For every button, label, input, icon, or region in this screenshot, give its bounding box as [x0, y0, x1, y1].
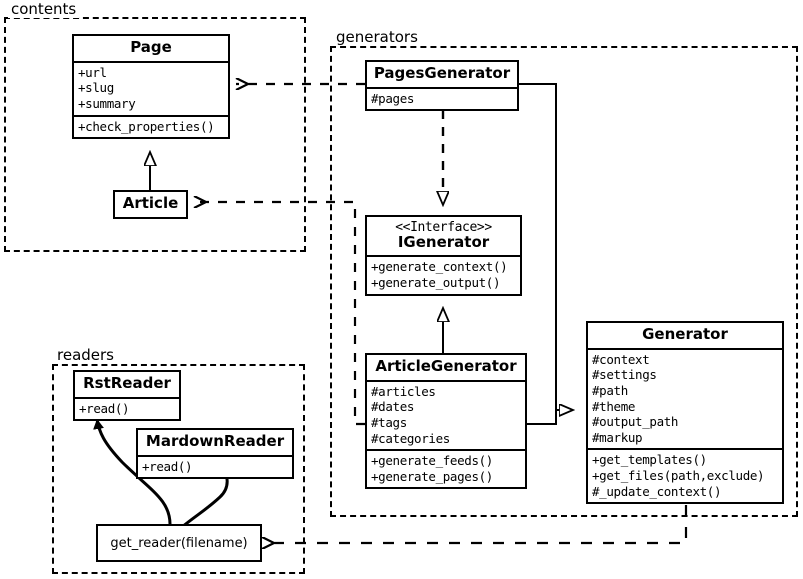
- attribute: +url: [78, 64, 107, 80]
- attribute: #tags: [371, 414, 407, 430]
- class-rstreader-methods: +read(): [75, 399, 179, 420]
- package-readers-label: readers: [54, 346, 117, 364]
- class-igenerator-name: IGenerator: [397, 232, 490, 251]
- function-get-reader[interactable]: get_reader(filename): [96, 524, 262, 562]
- class-articlegenerator-title: ArticleGenerator: [375, 357, 517, 375]
- package-readers: [52, 364, 305, 574]
- attribute: #output_path: [592, 414, 679, 430]
- class-generator-attributes: #context #settings #path #theme #output_…: [588, 350, 782, 449]
- class-articlegenerator-methods: +generate_feeds() +generate_pages(): [367, 451, 525, 487]
- package-contents-label: contents: [8, 0, 80, 18]
- attribute: #context: [592, 351, 650, 367]
- attribute: #path: [592, 382, 628, 398]
- class-articlegenerator-attributes: #articles #dates #tags #categories: [367, 382, 525, 449]
- function-get-reader-label: get_reader(filename): [110, 535, 248, 551]
- method: #_update_context(): [592, 483, 722, 499]
- class-page-attributes: +url +slug +summary: [74, 63, 228, 115]
- method: +generate_output(): [371, 274, 501, 290]
- attribute: #theme: [592, 398, 636, 414]
- class-generator-methods: +get_templates() +get_files(path,exclude…: [588, 450, 782, 502]
- class-article[interactable]: Article: [113, 190, 188, 219]
- class-page-methods: +check_properties(): [74, 117, 228, 138]
- method: +check_properties(): [78, 118, 215, 134]
- method: +generate_context(): [371, 259, 508, 275]
- class-generator[interactable]: Generator #context #settings #path #them…: [586, 321, 784, 505]
- class-generator-title: Generator: [642, 325, 728, 343]
- class-igenerator[interactable]: <<Interface>> IGenerator +generate_conte…: [365, 215, 522, 296]
- method: +generate_pages(): [371, 468, 493, 484]
- package-generators-label: generators: [333, 28, 421, 46]
- attribute: #pages: [371, 90, 415, 106]
- method: +generate_feeds(): [371, 453, 493, 469]
- class-igenerator-title: <<Interface>> IGenerator: [367, 217, 520, 255]
- method: +read(): [79, 400, 130, 416]
- class-pagesgenerator[interactable]: PagesGenerator #pages: [365, 60, 519, 112]
- attribute: #dates: [371, 399, 415, 415]
- class-page[interactable]: Page +url +slug +summary +check_properti…: [72, 34, 230, 140]
- class-article-title: Article: [122, 194, 179, 212]
- attribute: #categories: [371, 430, 450, 446]
- class-mardownreader[interactable]: MardownReader +read(): [136, 428, 294, 480]
- attribute: #settings: [592, 367, 657, 383]
- attribute: #articles: [371, 383, 436, 399]
- class-rstreader-title: RstReader: [83, 374, 171, 392]
- class-articlegenerator[interactable]: ArticleGenerator #articles #dates #tags …: [365, 353, 527, 490]
- class-igenerator-methods: +generate_context() +generate_output(): [367, 257, 520, 293]
- attribute: #markup: [592, 429, 643, 445]
- class-page-title: Page: [130, 38, 172, 56]
- class-pagesgenerator-title: PagesGenerator: [373, 64, 511, 82]
- method: +get_templates(): [592, 452, 707, 468]
- attribute: +summary: [78, 95, 136, 111]
- class-igenerator-stereotype: <<Interface>>: [395, 220, 492, 235]
- attribute: +slug: [78, 80, 114, 96]
- method: +read(): [142, 458, 193, 474]
- package-contents: [4, 17, 306, 252]
- method: +get_files(path,exclude): [592, 467, 765, 483]
- class-mardownreader-title: MardownReader: [145, 432, 285, 450]
- class-pagesgenerator-attributes: #pages: [367, 89, 517, 110]
- class-rstreader[interactable]: RstReader +read(): [73, 370, 181, 422]
- class-mardownreader-methods: +read(): [138, 457, 292, 478]
